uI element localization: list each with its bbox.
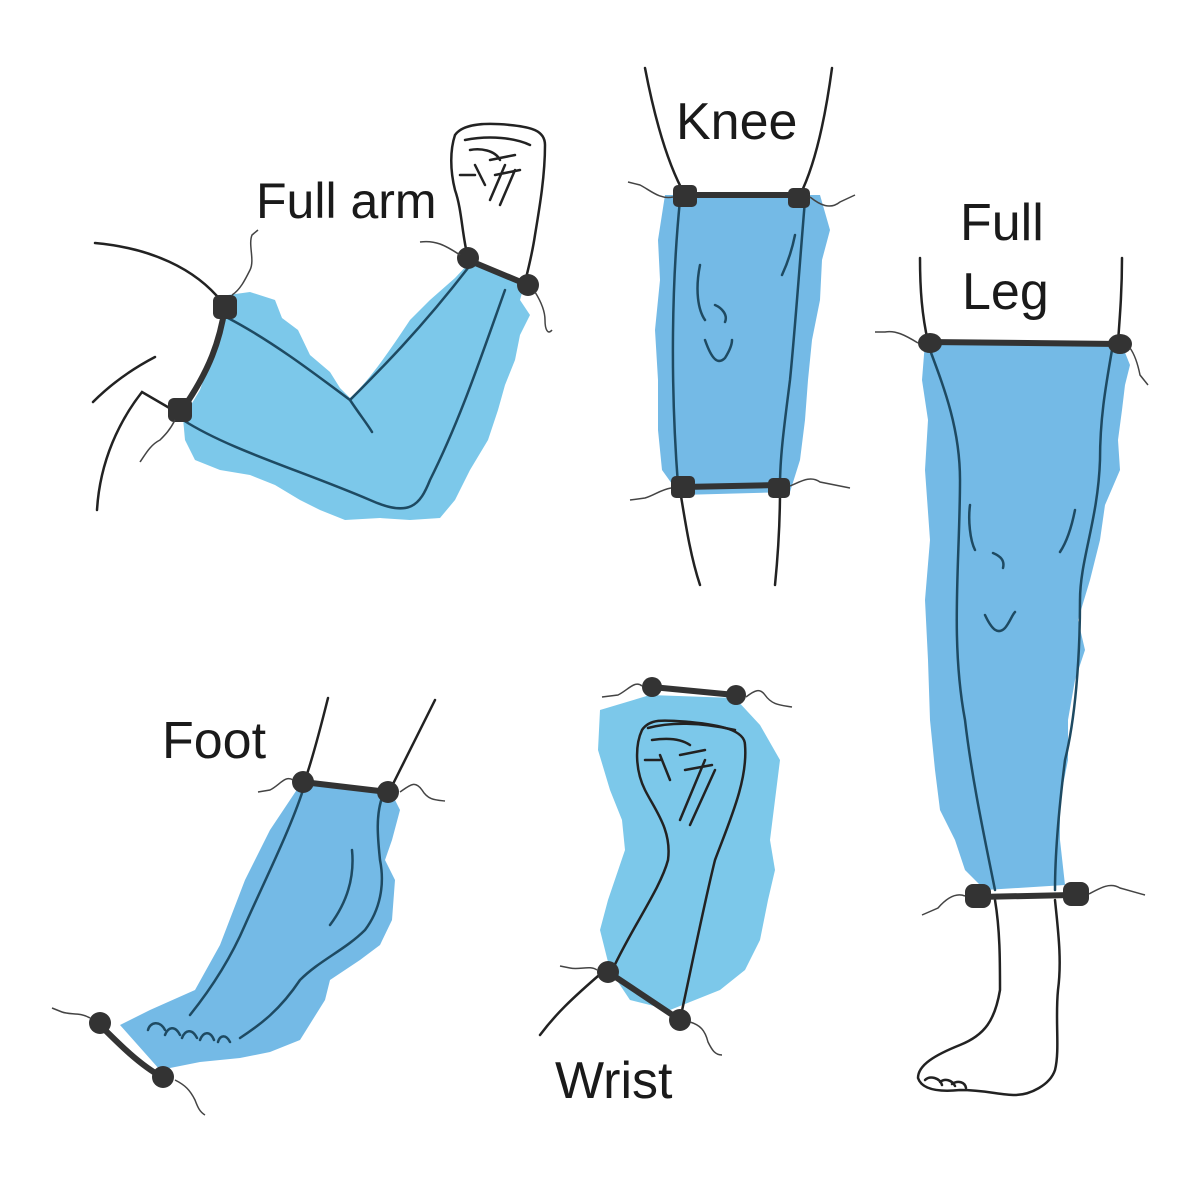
foot-outline bbox=[916, 898, 1061, 1097]
arm-lower-line bbox=[181, 288, 507, 510]
full-leg-wrap bbox=[922, 342, 1130, 890]
lead-wire bbox=[601, 683, 643, 698]
knee-illustration bbox=[627, 66, 856, 587]
knee-bottom-strap bbox=[680, 482, 781, 490]
electrode-pad bbox=[669, 1009, 691, 1031]
electrode-pad bbox=[788, 188, 810, 208]
electrode-pad bbox=[918, 333, 942, 353]
fist-fingers bbox=[458, 136, 532, 207]
knee-side-line bbox=[671, 198, 682, 487]
lead-wire bbox=[51, 1007, 91, 1019]
toes-outline bbox=[923, 1076, 968, 1090]
lead-wire bbox=[745, 689, 793, 708]
lead-wire bbox=[809, 194, 856, 207]
electrode-pad bbox=[673, 185, 697, 207]
knee-label: Knee bbox=[676, 93, 798, 151]
lead-wire bbox=[689, 1021, 723, 1056]
lead-wire bbox=[921, 894, 966, 916]
leg-bottom-strap bbox=[975, 892, 1075, 900]
lead-wire bbox=[1088, 884, 1146, 896]
fist-outline bbox=[608, 719, 747, 1022]
electrode-pad bbox=[726, 685, 746, 705]
shin-outline bbox=[303, 696, 330, 782]
electrode-pad bbox=[1108, 334, 1132, 354]
lead-wire bbox=[257, 778, 294, 793]
lead-wire bbox=[789, 478, 851, 489]
full-leg-illustration bbox=[875, 256, 1149, 1097]
electrode-pad bbox=[671, 476, 695, 498]
full-arm-illustration bbox=[91, 122, 553, 520]
electrode-pad bbox=[457, 247, 479, 269]
lead-wire bbox=[629, 487, 672, 501]
thigh-outline-right bbox=[798, 66, 834, 197]
lead-wire bbox=[139, 419, 176, 463]
electrode-pad bbox=[965, 884, 991, 908]
full-arm-wrap bbox=[183, 262, 530, 520]
arm-elbow-line bbox=[348, 398, 374, 434]
electrode-pad bbox=[597, 961, 619, 983]
electrode-pad bbox=[517, 274, 539, 296]
lead-wire bbox=[627, 181, 674, 199]
lead-wire bbox=[174, 1079, 206, 1116]
shin-outline-right bbox=[773, 488, 782, 587]
lead-wire bbox=[1129, 347, 1149, 386]
wrist-label: Wrist bbox=[555, 1052, 673, 1110]
foot-illustration bbox=[51, 696, 446, 1116]
foot-heel-line bbox=[238, 793, 385, 1040]
lead-wire bbox=[399, 783, 446, 802]
thigh-outline-left bbox=[918, 256, 930, 344]
chest-outline bbox=[91, 355, 157, 404]
wrist-wrap bbox=[598, 695, 780, 1010]
ankle-line bbox=[328, 848, 354, 927]
leg-side-line bbox=[928, 348, 997, 892]
foot-top-line bbox=[188, 788, 305, 1017]
thigh-outline-left bbox=[643, 66, 687, 197]
wrist-top-strap bbox=[649, 684, 738, 698]
knee-wrap bbox=[655, 195, 830, 495]
lead-wire bbox=[559, 965, 598, 971]
wrist-illustration bbox=[538, 677, 793, 1056]
fist-outline bbox=[450, 122, 547, 284]
foot-top-strap bbox=[300, 779, 391, 795]
lead-wire bbox=[875, 330, 919, 344]
wrist-bottom-strap bbox=[605, 969, 683, 1023]
shin-outline-left bbox=[678, 488, 702, 587]
electrode-pad bbox=[768, 478, 790, 498]
leg-side-line bbox=[1053, 348, 1114, 892]
electrode-pad bbox=[152, 1066, 174, 1088]
full-leg-label-line1: Full bbox=[960, 194, 1044, 252]
electrode-pad bbox=[292, 771, 314, 793]
electrode-pad bbox=[168, 398, 192, 422]
knee-side-line bbox=[778, 198, 807, 487]
fist-fingers bbox=[643, 722, 737, 827]
lead-wire bbox=[419, 240, 461, 256]
thigh-outline-right bbox=[1116, 256, 1124, 344]
toes-line bbox=[146, 1022, 232, 1044]
lead-wire bbox=[231, 229, 259, 296]
lead-wire bbox=[534, 291, 553, 333]
side-outline bbox=[95, 390, 180, 512]
full-leg-label-line2: Leg bbox=[962, 263, 1049, 321]
wrist-outline bbox=[538, 968, 607, 1037]
full-arm-label: Full arm bbox=[256, 173, 437, 229]
electrode-pad bbox=[89, 1012, 111, 1034]
torso-outline bbox=[93, 241, 224, 304]
foot-label: Foot bbox=[162, 712, 267, 770]
electrode-pad bbox=[213, 295, 237, 319]
leg-top-strap bbox=[925, 339, 1123, 347]
electrode-pad bbox=[642, 677, 662, 697]
kneecap-line bbox=[696, 233, 797, 363]
electrode-pad bbox=[1063, 882, 1089, 906]
shin-outline bbox=[388, 698, 437, 792]
foot-wrap bbox=[120, 785, 400, 1070]
kneecap-line bbox=[967, 503, 1077, 633]
electrode-pad bbox=[377, 781, 399, 803]
